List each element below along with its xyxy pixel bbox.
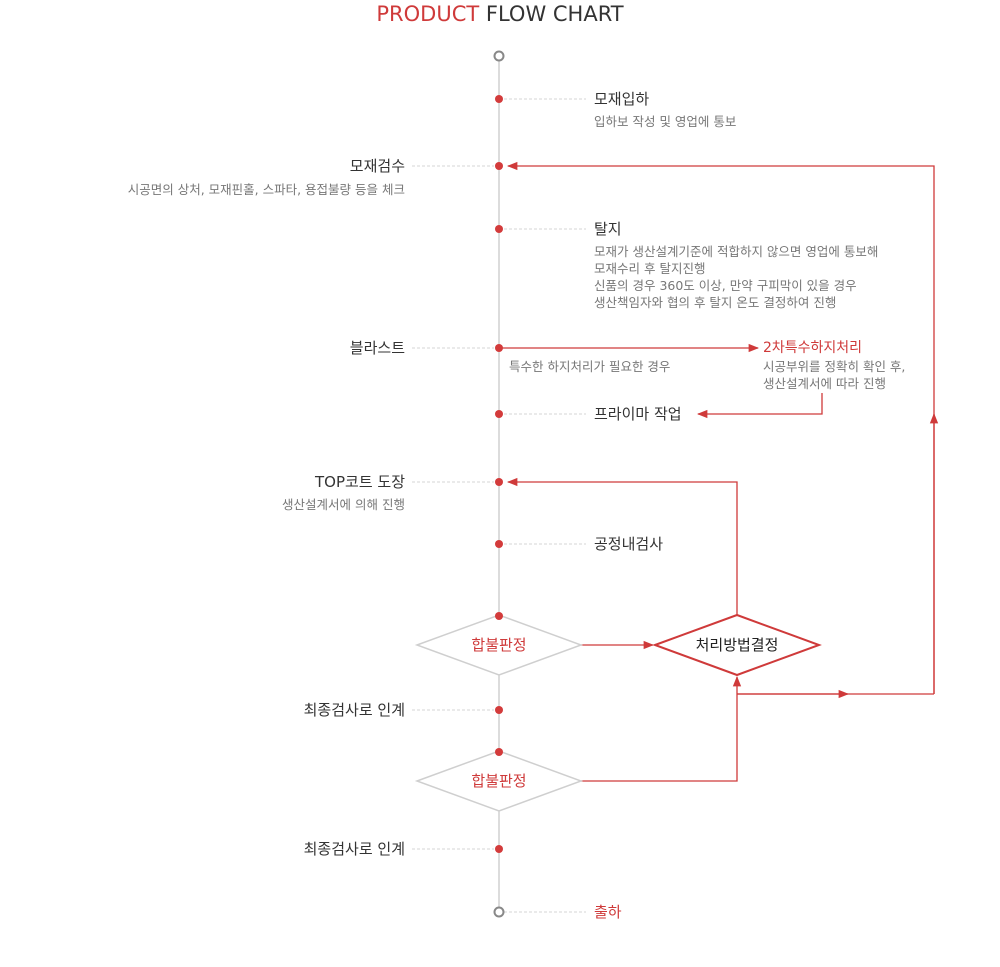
step-special-pretreatment: 2차특수하지처리: [763, 340, 863, 356]
step-top-coat-desc: 생산설계서에 의해 진행: [282, 497, 405, 512]
step-shipment: 출하: [594, 903, 622, 921]
title-accent: PRODUCT: [376, 2, 480, 26]
step-material-inspection-desc: 시공면의 상처, 모재핀홀, 스파타, 용접불량 등을 체크: [127, 182, 405, 197]
end-circle-icon: [493, 906, 505, 918]
page-title: PRODUCT FLOW CHART: [0, 2, 1000, 26]
step-degreasing-desc-2: 모재수리 후 탈지진행: [594, 261, 706, 276]
step-degreasing-desc-3: 신품의 경우 360도 이상, 만약 구피막이 있을 경우: [594, 278, 857, 293]
step-blast-branch-note: 특수한 하지처리가 필요한 경우: [509, 359, 671, 374]
start-circle-icon: [493, 50, 505, 62]
decision-pass-fail-2: 합불판정: [471, 772, 527, 790]
step-blast: 블라스트: [349, 339, 405, 357]
connector-dashes: [412, 98, 586, 913]
decision-diamond-2: [652, 613, 822, 677]
step-dots: [495, 95, 503, 853]
step-material-inspection: 모재검수: [349, 157, 405, 175]
step-special-pretreatment-desc-2: 생산설계서에 따라 진행: [763, 376, 886, 391]
step-final-inspection-handover-1: 최종검사로 인계: [303, 701, 405, 719]
step-special-pretreatment-desc-1: 시공부위를 정확히 확인 후,: [763, 359, 906, 374]
step-top-coat: TOP코트 도장: [315, 473, 405, 491]
title-rest: FLOW CHART: [485, 2, 624, 26]
decision-diamond-1: [414, 614, 584, 676]
step-in-process-inspection: 공정내검사: [594, 535, 664, 553]
step-degreasing-desc-1: 모재가 생산설계기준에 적합하지 않으면 영업에 통보해: [594, 244, 879, 259]
step-primer: 프라이마 작업: [594, 405, 682, 423]
decision-treatment-method: 처리방법결정: [695, 636, 779, 654]
decision-pass-fail-1: 합불판정: [471, 636, 527, 654]
step-material-receipt: 모재입하: [594, 90, 650, 108]
step-final-inspection-handover-2: 최종검사로 인계: [303, 840, 405, 858]
step-material-receipt-desc: 입하보 작성 및 영업에 통보: [594, 114, 737, 129]
decision-diamond-3: [414, 750, 584, 812]
step-degreasing-desc-4: 생산책임자와 협의 후 탈지 온도 결정하여 진행: [594, 295, 837, 310]
red-arrows: [499, 161, 939, 782]
step-degreasing: 탈지: [594, 220, 622, 238]
